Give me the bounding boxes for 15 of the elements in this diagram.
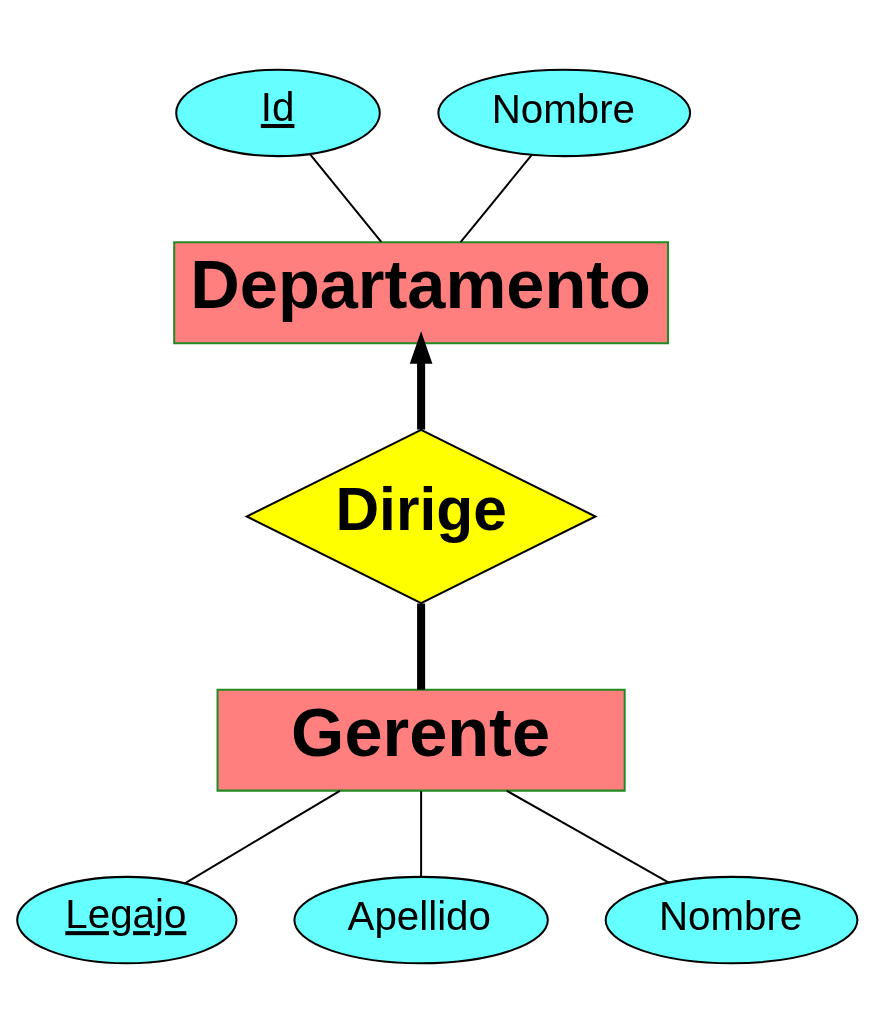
node-ellipse: Legajo bbox=[15, 875, 237, 965]
connector bbox=[416, 603, 425, 690]
connector bbox=[308, 153, 382, 243]
node-ellipse: Nombre bbox=[604, 875, 858, 965]
connector bbox=[459, 154, 533, 243]
node-box: Gerente bbox=[216, 688, 626, 792]
arrow bbox=[409, 331, 432, 430]
node-ellipse: Id bbox=[174, 68, 381, 158]
node-ellipse: Nombre bbox=[436, 68, 691, 158]
node-diamond: Dirige bbox=[244, 428, 598, 605]
connector bbox=[183, 789, 340, 885]
node-box: Departamento bbox=[172, 241, 669, 345]
node-ellipse: Apellido bbox=[292, 875, 549, 965]
connector bbox=[419, 791, 422, 878]
connector bbox=[505, 789, 669, 884]
